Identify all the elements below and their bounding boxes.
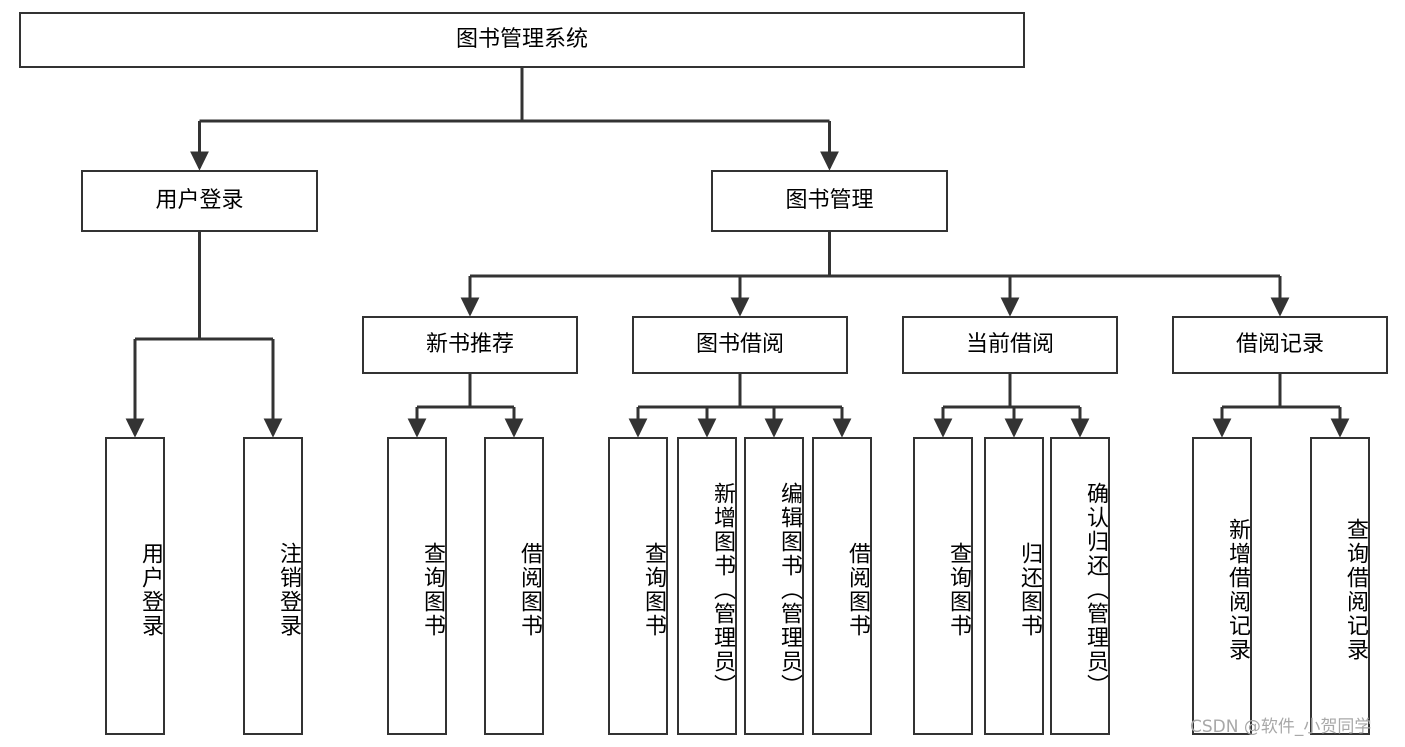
- node-records[interactable]: 借阅记录: [1172, 316, 1388, 374]
- node-borrow[interactable]: 图书借阅: [632, 316, 848, 374]
- node-login[interactable]: 用户登录: [81, 170, 318, 232]
- node-current[interactable]: 当前借阅: [902, 316, 1118, 374]
- csdn-watermark: CSDN @软件_小贺同学: [1190, 717, 1372, 737]
- node-root[interactable]: 图书管理系统: [19, 12, 1025, 68]
- node-bookmgmt[interactable]: 图书管理: [711, 170, 948, 232]
- node-leaf-cur-1[interactable]: 查询图书: [913, 437, 973, 735]
- node-leaf-bor-1[interactable]: 查询图书: [608, 437, 668, 735]
- node-leaf-bor-2[interactable]: 新增图书（管理员）: [677, 437, 737, 735]
- node-leaf-bor-3[interactable]: 编辑图书（管理员）: [744, 437, 804, 735]
- node-newbooks[interactable]: 新书推荐: [362, 316, 578, 374]
- node-leaf-rec-1[interactable]: 新增借阅记录: [1192, 437, 1252, 735]
- node-leaf-cur-2[interactable]: 归还图书: [984, 437, 1044, 735]
- node-leaf-new-2[interactable]: 借阅图书: [484, 437, 544, 735]
- node-leaf-login-2[interactable]: 注销登录: [243, 437, 303, 735]
- node-leaf-cur-3[interactable]: 确认归还（管理员）: [1050, 437, 1110, 735]
- node-leaf-bor-4[interactable]: 借阅图书: [812, 437, 872, 735]
- node-leaf-login-1[interactable]: 用户登录: [105, 437, 165, 735]
- node-leaf-new-1[interactable]: 查询图书: [387, 437, 447, 735]
- node-leaf-rec-2[interactable]: 查询借阅记录: [1310, 437, 1370, 735]
